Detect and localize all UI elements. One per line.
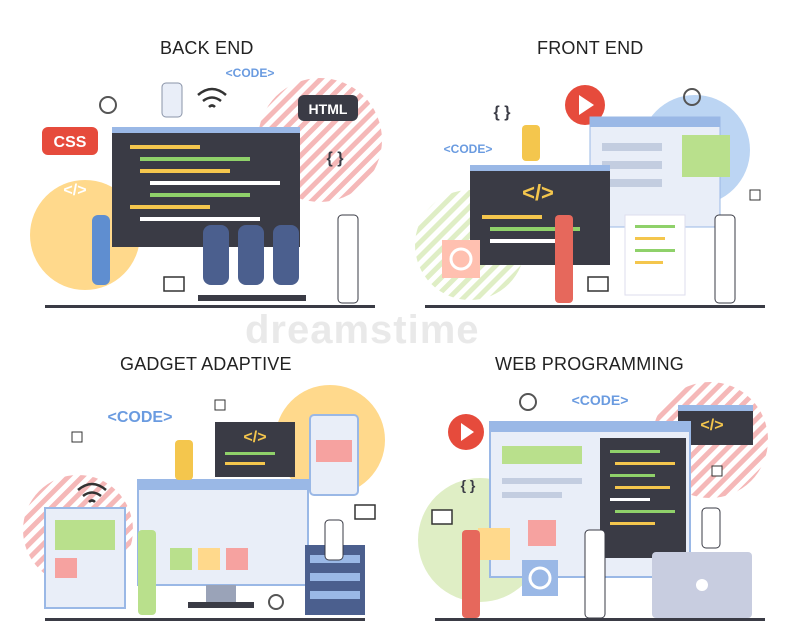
web-programming-illustration: <CODE> </> { } [418, 382, 768, 621]
person-right [324, 519, 344, 561]
title-web-programming: WEB PROGRAMMING [495, 354, 685, 374]
code-label: <CODE> [226, 66, 275, 80]
code-monitor [215, 422, 295, 477]
front-end-illustration: { } <CODE> </> [415, 85, 765, 308]
person-center [555, 215, 573, 303]
gear-icon [99, 96, 117, 114]
gear-icon [683, 88, 701, 106]
person-left [92, 215, 110, 285]
html-badge [298, 95, 358, 121]
code-list [624, 214, 686, 296]
person-right [337, 214, 359, 304]
braces-icon: { } [461, 477, 476, 493]
person-top [175, 440, 193, 480]
code-label: <CODE> [444, 142, 493, 156]
person-center [584, 529, 606, 619]
floor-line [45, 618, 365, 621]
mail-icon [163, 276, 185, 292]
code-tag-icon: </> [522, 180, 554, 205]
floor-line [435, 618, 765, 621]
person-right [714, 214, 736, 304]
braces-icon: { } [327, 150, 344, 167]
person-top [522, 125, 540, 161]
floor-line [425, 305, 765, 308]
code-label: <CODE> [108, 409, 173, 426]
css-label: CSS [54, 134, 87, 151]
code-label: <CODE> [572, 392, 629, 408]
title-front-end: FRONT END [537, 38, 644, 58]
checkbox-icon [214, 399, 226, 411]
gadget-adaptive-illustration: <CODE> </> [23, 385, 385, 621]
person-left [462, 530, 480, 618]
wifi-icon [77, 482, 107, 503]
css-badge [42, 127, 98, 155]
title-back-end: BACK END [160, 38, 254, 58]
image-card-pink [528, 520, 556, 546]
braces-icon: { } [494, 104, 511, 121]
checkbox-icon [71, 431, 83, 443]
person-left [138, 530, 156, 615]
gear-card [522, 560, 558, 596]
code-tag-icon: </> [63, 182, 86, 199]
watermark: dreamstime [245, 308, 480, 352]
server-2 [238, 225, 264, 285]
wifi-icon [197, 87, 227, 108]
gear-icon [268, 594, 284, 610]
person-top [161, 82, 183, 118]
server-1 [203, 225, 229, 285]
mail-icon [587, 276, 609, 292]
floor-line [45, 305, 375, 308]
image-card [682, 135, 730, 177]
code-tag-icon: </> [243, 429, 266, 446]
html-label: HTML [309, 101, 348, 117]
title-gadget-adaptive: GADGET ADAPTIVE [120, 354, 292, 374]
server-3 [273, 225, 299, 285]
checkbox-icon [711, 465, 723, 477]
image-card [478, 528, 510, 560]
back-end-illustration: CSS HTML <CODE> { } </> [30, 66, 382, 308]
checkbox-icon [749, 189, 761, 201]
person-right [701, 507, 721, 549]
gear-card [442, 240, 480, 278]
desktop-monitor [137, 479, 309, 586]
mail-icon [431, 509, 453, 525]
gear-icon [519, 393, 537, 411]
code-tag-icon: </> [700, 417, 723, 434]
mail-icon [354, 504, 376, 520]
